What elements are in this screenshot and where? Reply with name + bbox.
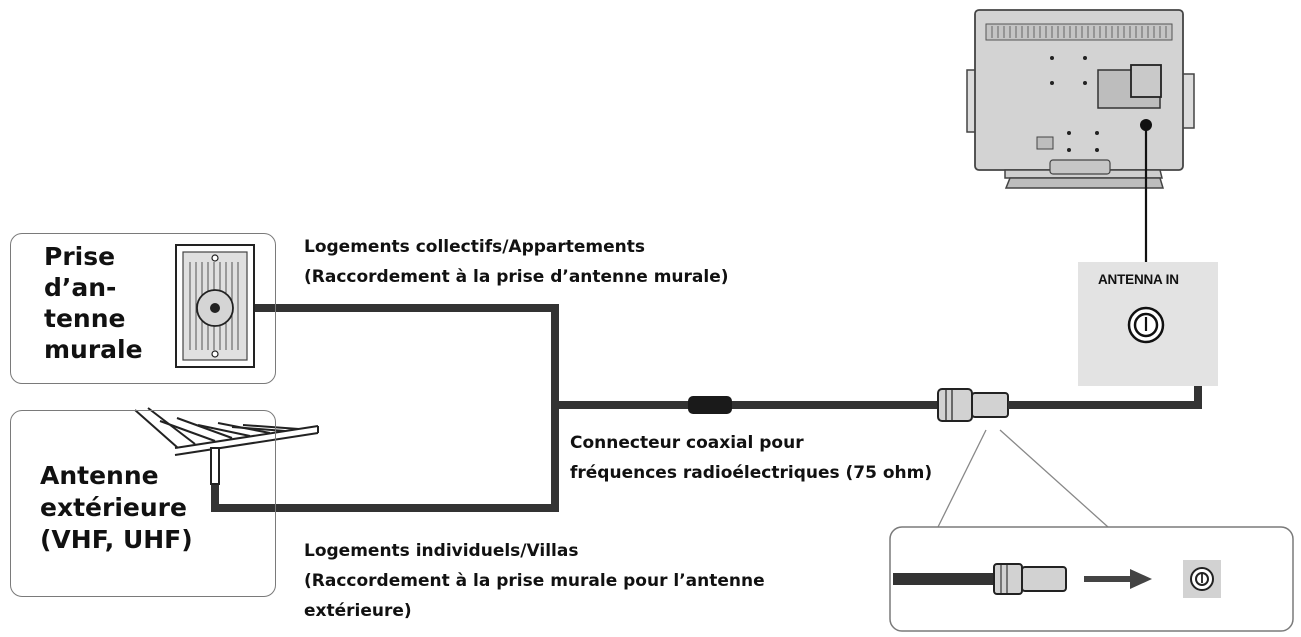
rf-connector-icon xyxy=(937,388,1009,422)
wall-socket-icon xyxy=(175,244,255,368)
outdoor-antenna-label-line: (VHF, UHF) xyxy=(40,525,193,554)
apartments-caption-line2: (Raccordement à la prise d’antenne mural… xyxy=(304,267,729,287)
connection-detail-icon xyxy=(889,526,1294,632)
outdoor-antenna-box xyxy=(10,410,276,597)
wall-socket-label-line: murale xyxy=(44,335,143,364)
panel-cable xyxy=(1008,386,1202,409)
villas-caption-line1: Logements individuels/Villas xyxy=(304,541,579,561)
villas-caption-line2: (Raccordement à la prise murale pour l’a… xyxy=(304,571,765,591)
outdoor-antenna-label: Antenne extérieure (VHF, UHF) xyxy=(40,460,193,556)
outdoor-antenna-icon xyxy=(134,407,319,485)
ferrite-core xyxy=(688,396,732,414)
villas-caption: Logements individuels/Villas (Raccordeme… xyxy=(304,536,765,626)
apartments-caption: Logements collectifs/Appartements (Racco… xyxy=(304,232,729,292)
coax-caption-line1: Connecteur coaxial pour xyxy=(570,433,804,453)
outdoor-antenna-label-line: extérieure xyxy=(40,493,187,522)
wall-socket-label-line: Prise xyxy=(44,242,116,271)
apartments-caption-line1: Logements collectifs/Appartements xyxy=(304,237,646,257)
wall-socket-label: Prise d’an- tenne murale xyxy=(44,241,143,365)
coax-caption-line2: fréquences radioélectriques (75 ohm) xyxy=(570,463,933,483)
wall-socket-label-line: d’an- xyxy=(44,273,117,302)
antenna-in-label: ANTENNA IN xyxy=(1098,272,1179,287)
outdoor-antenna-cable xyxy=(211,405,559,512)
villas-caption-line3: extérieure) xyxy=(304,601,412,621)
wall-socket-label-line: tenne xyxy=(44,304,126,333)
tv-rear-icon xyxy=(966,9,1195,189)
wall-socket-box xyxy=(10,233,276,384)
outdoor-antenna-label-line: Antenne xyxy=(40,461,159,490)
wall-socket-cable xyxy=(210,304,559,405)
antenna-in-jack-icon xyxy=(1127,306,1165,344)
coax-caption: Connecteur coaxial pour fréquences radio… xyxy=(570,428,932,488)
